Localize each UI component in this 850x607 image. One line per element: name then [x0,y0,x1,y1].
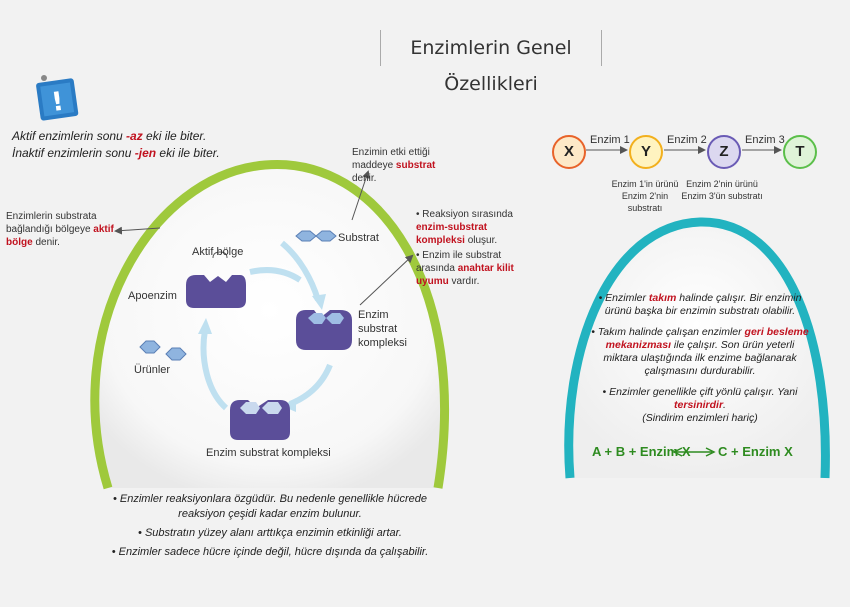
active-site-label: Aktif bölge [192,246,244,258]
complex-right-label: Enzim substrat kompleksi [358,309,407,349]
product-hexagon [139,340,161,354]
equation-left: A + B + Enzim X [592,444,691,459]
pathway-node-x: X [552,135,586,169]
page-title: Enzimlerin Genel Özellikleri [380,30,602,95]
substrate-label: Substrat [338,232,379,244]
left-bullet: • Enzimler reaksiyonlara özgüdür. Bu ned… [112,493,428,520]
enzyme-label: Enzim 2 [667,134,707,146]
right-arch [564,217,830,479]
equation-right: C + Enzim X [718,444,793,459]
right-bullet-note: (Sindirim enzimleri hariç) [642,412,758,424]
complex-bottom-label: Enzim substrat kompleksi [206,447,331,459]
active-site-note: Enzimlerin substrata bağlandığı bölgeye … [6,211,114,248]
cycle-arrow-bottom [200,329,229,411]
cycle-arrow-topleft [249,267,302,283]
svg-text:!: ! [50,87,66,118]
cycle-arrow-top [280,240,321,301]
complex-bottom-shape [230,400,290,440]
pathway-node-y: Y [629,135,663,169]
left-bullet: • Enzimler sadece hücre içinde değil, hü… [111,546,429,558]
pathway-caption: Enzim 1'in ürünü Enzim 2'nin substratı [611,179,679,213]
apoenzyme-label: Apoenzim [128,290,177,302]
right-bullet: • Enzimler genellikle çift yönlü çalışır… [602,386,798,411]
left-bullet: • Substratın yüzey alanı arttıkça enzimi… [138,527,402,539]
pathway-node-z: Z [707,135,741,169]
substrate-note: Enzimin etki ettiği maddeye substrat den… [352,147,436,184]
complex-note: • Reaksiyon sırasında enzim-substrat kom… [416,209,514,287]
enzyme-label: Enzim 1 [590,134,630,146]
info-note: Aktif enzimlerin sonu -az eki ile biter.… [12,129,220,160]
products-label: Ürünler [134,364,171,376]
right-bullet: • Enzimler takım halinde çalışır. Bir en… [598,292,802,317]
info-note-icon: ! [36,75,79,121]
right-bullet: • Takım halinde çalışan enzimler geri be… [591,326,809,377]
enzyme-label: Enzim 3 [745,134,785,146]
left-arch [90,160,450,490]
pathway-node-t: T [783,135,817,169]
pathway-caption: Enzim 2'nin ürünü Enzim 3'ün substratı [681,179,763,201]
right-bullets: • Enzimler takım halinde çalışır. Bir en… [590,292,810,425]
left-bullets: • Enzimler reaksiyonlara özgüdür. Bu ned… [110,492,430,560]
apoenzyme-shape [186,275,246,308]
